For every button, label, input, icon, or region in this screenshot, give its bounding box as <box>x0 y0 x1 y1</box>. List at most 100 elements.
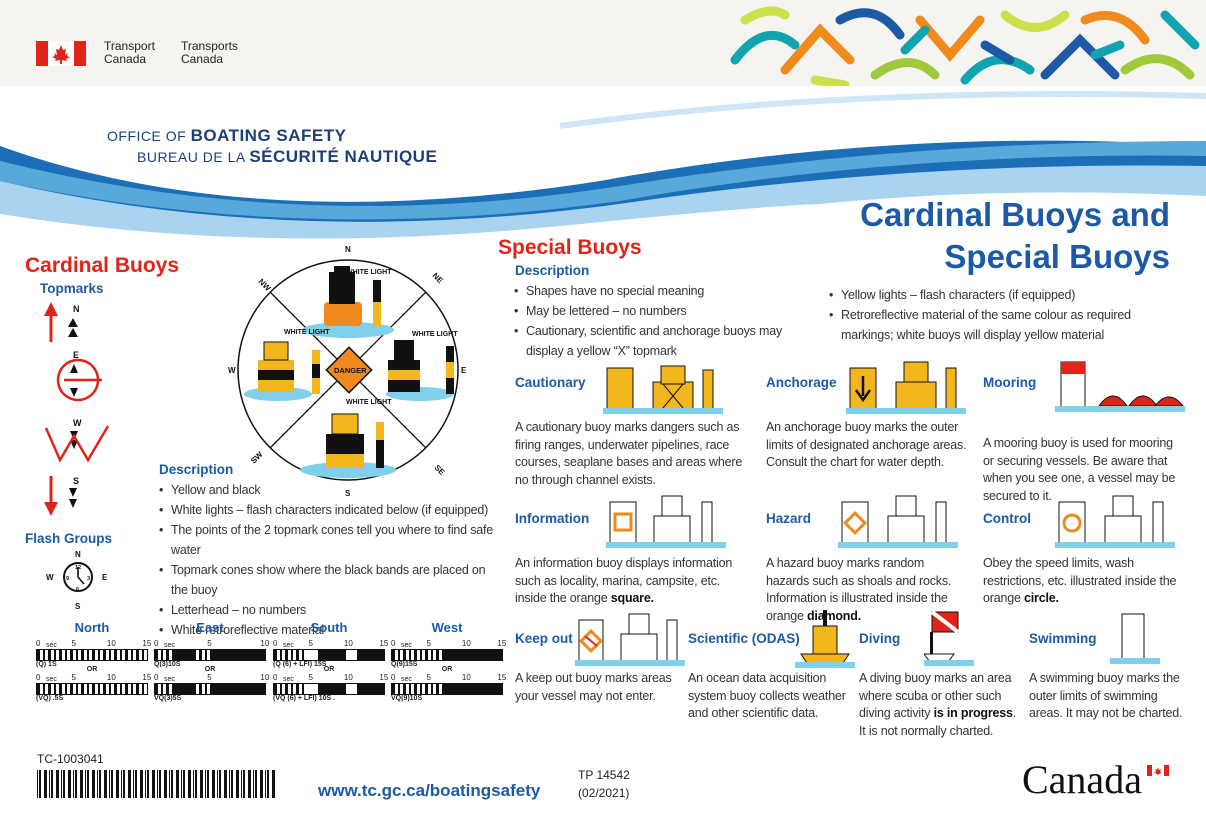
flash-bar <box>391 683 503 695</box>
flash-sec: sec <box>401 676 412 683</box>
flash-tick: 0 <box>391 639 396 648</box>
scientific-text: An ocean data acquisition system buoy co… <box>688 671 846 720</box>
barcode-bar <box>224 770 227 798</box>
flash-bar <box>391 649 503 661</box>
scientific-buoy-icon <box>795 610 855 668</box>
flash-label: VQ(9)10S <box>391 695 423 702</box>
south-buoy-icon <box>326 413 384 468</box>
barcode-bar <box>193 770 194 798</box>
canada-flag-icon <box>36 41 86 66</box>
hazard-text: A hazard buoy marks random hazards such … <box>766 556 952 623</box>
special-bullet: Retroreflective material of the same col… <box>829 305 1159 345</box>
svg-text:S: S <box>73 476 79 486</box>
svg-text:SE: SE <box>433 463 447 477</box>
mooring-heading: Mooring <box>983 375 1037 390</box>
office-en: OFFICE OF BOATING SAFETY <box>107 126 347 145</box>
flash-or: OR <box>86 666 98 673</box>
barcode-bar <box>63 770 65 798</box>
flash-tick: 5 <box>426 639 431 648</box>
cautionary-text: A cautionary buoy marks dangers such as … <box>515 420 743 487</box>
barcode-bar <box>272 770 275 798</box>
flash-sec: sec <box>283 642 294 649</box>
barcode-bar <box>248 770 251 798</box>
flash-sec: sec <box>283 676 294 683</box>
flash-or: OR <box>441 666 453 673</box>
flash-group-name: West <box>431 620 463 635</box>
cardinal-bullet: White retroreflective material <box>159 620 499 640</box>
flash-tick: 15 <box>379 673 389 682</box>
cautionary-heading: Cautionary <box>515 375 586 390</box>
flash-bar <box>36 683 148 695</box>
special-right-bullets: Yellow lights – flash characters (if equ… <box>829 285 1159 345</box>
flash-sec: sec <box>46 642 57 649</box>
svg-text:WHITE LIGHT: WHITE LIGHT <box>346 399 392 406</box>
canada-wordmark: Canada <box>1022 757 1142 802</box>
flash-tick: 0 <box>36 639 41 648</box>
flash-label: (Q (6) + LFl) 15S <box>273 661 327 668</box>
diving-buoy-icon <box>924 610 974 666</box>
flash-label: Q(9)15S <box>391 661 418 668</box>
barcode-bar <box>200 770 203 798</box>
barcode-bar <box>61 770 62 798</box>
svg-text:N: N <box>75 550 81 559</box>
svg-text:W: W <box>73 418 82 428</box>
barcode-bar <box>243 770 245 798</box>
north-arrow-icon <box>44 302 58 316</box>
west-buoy-icon <box>258 341 320 394</box>
hazard-heading: Hazard <box>766 511 812 526</box>
barcode-bar <box>145 770 146 798</box>
barcode-bar <box>219 770 221 798</box>
barcode-bar <box>231 770 233 798</box>
cardinal-bullet: Yellow and black <box>159 480 499 500</box>
barcode-bar <box>116 770 119 798</box>
barcode-bar <box>73 770 74 798</box>
website-link[interactable]: www.tc.gc.ca/boatingsafety <box>318 781 541 800</box>
flash-label: Q(3)10S <box>154 661 181 668</box>
flash-tick: 5 <box>426 673 431 682</box>
south-topmark-icon <box>69 488 77 508</box>
barcode-bar <box>195 770 197 798</box>
flash-tick: 5 <box>308 639 313 648</box>
barcode-bar <box>97 770 98 798</box>
north-buoy-icon <box>324 266 381 326</box>
flash-bar <box>154 649 266 661</box>
special-bullet: Shapes have no special meaning <box>514 281 804 301</box>
west-topmark-icon <box>70 431 78 449</box>
barcode-bar <box>229 770 230 798</box>
anchorage-text: An anchorage buoy marks the outer limits… <box>766 420 967 469</box>
barcode-bar <box>133 770 134 798</box>
special-bullet: May be lettered – no numbers <box>514 301 804 321</box>
flash-tick: 0 <box>36 673 41 682</box>
flash-label: VQ(3)5S <box>154 695 182 702</box>
barcode-bar <box>169 770 170 798</box>
flash-tick: 0 <box>273 673 278 682</box>
flash-tick: 10 <box>106 639 116 648</box>
cardinal-bullet: Letterhead – no numbers <box>159 600 499 620</box>
mooring-buoy-icon <box>1055 361 1185 412</box>
flash-tick: 0 <box>154 673 159 682</box>
barcode-bar <box>128 770 131 798</box>
flash-tick: 5 <box>207 673 212 682</box>
barcode-bar <box>207 770 209 798</box>
keepout-text: A keep out buoy marks areas your vessel … <box>515 671 672 703</box>
west-w-icon <box>44 425 110 463</box>
decorative-pattern <box>730 6 1200 86</box>
barcode-bar <box>212 770 215 798</box>
danger-diamond-icon <box>325 346 373 394</box>
swimming-heading: Swimming <box>1029 631 1097 646</box>
barcode-bar <box>236 770 239 798</box>
cautionary-buoy-icon <box>603 365 723 414</box>
barcode-bar <box>51 770 53 798</box>
flash-groups-label: Flash Groups <box>25 531 113 546</box>
svg-text:9: 9 <box>66 576 69 582</box>
wave-banner <box>0 86 1206 246</box>
cardinal-title: Cardinal Buoys <box>25 254 180 277</box>
cardinal-bullet: The points of the 2 topmark cones tell y… <box>159 520 499 560</box>
